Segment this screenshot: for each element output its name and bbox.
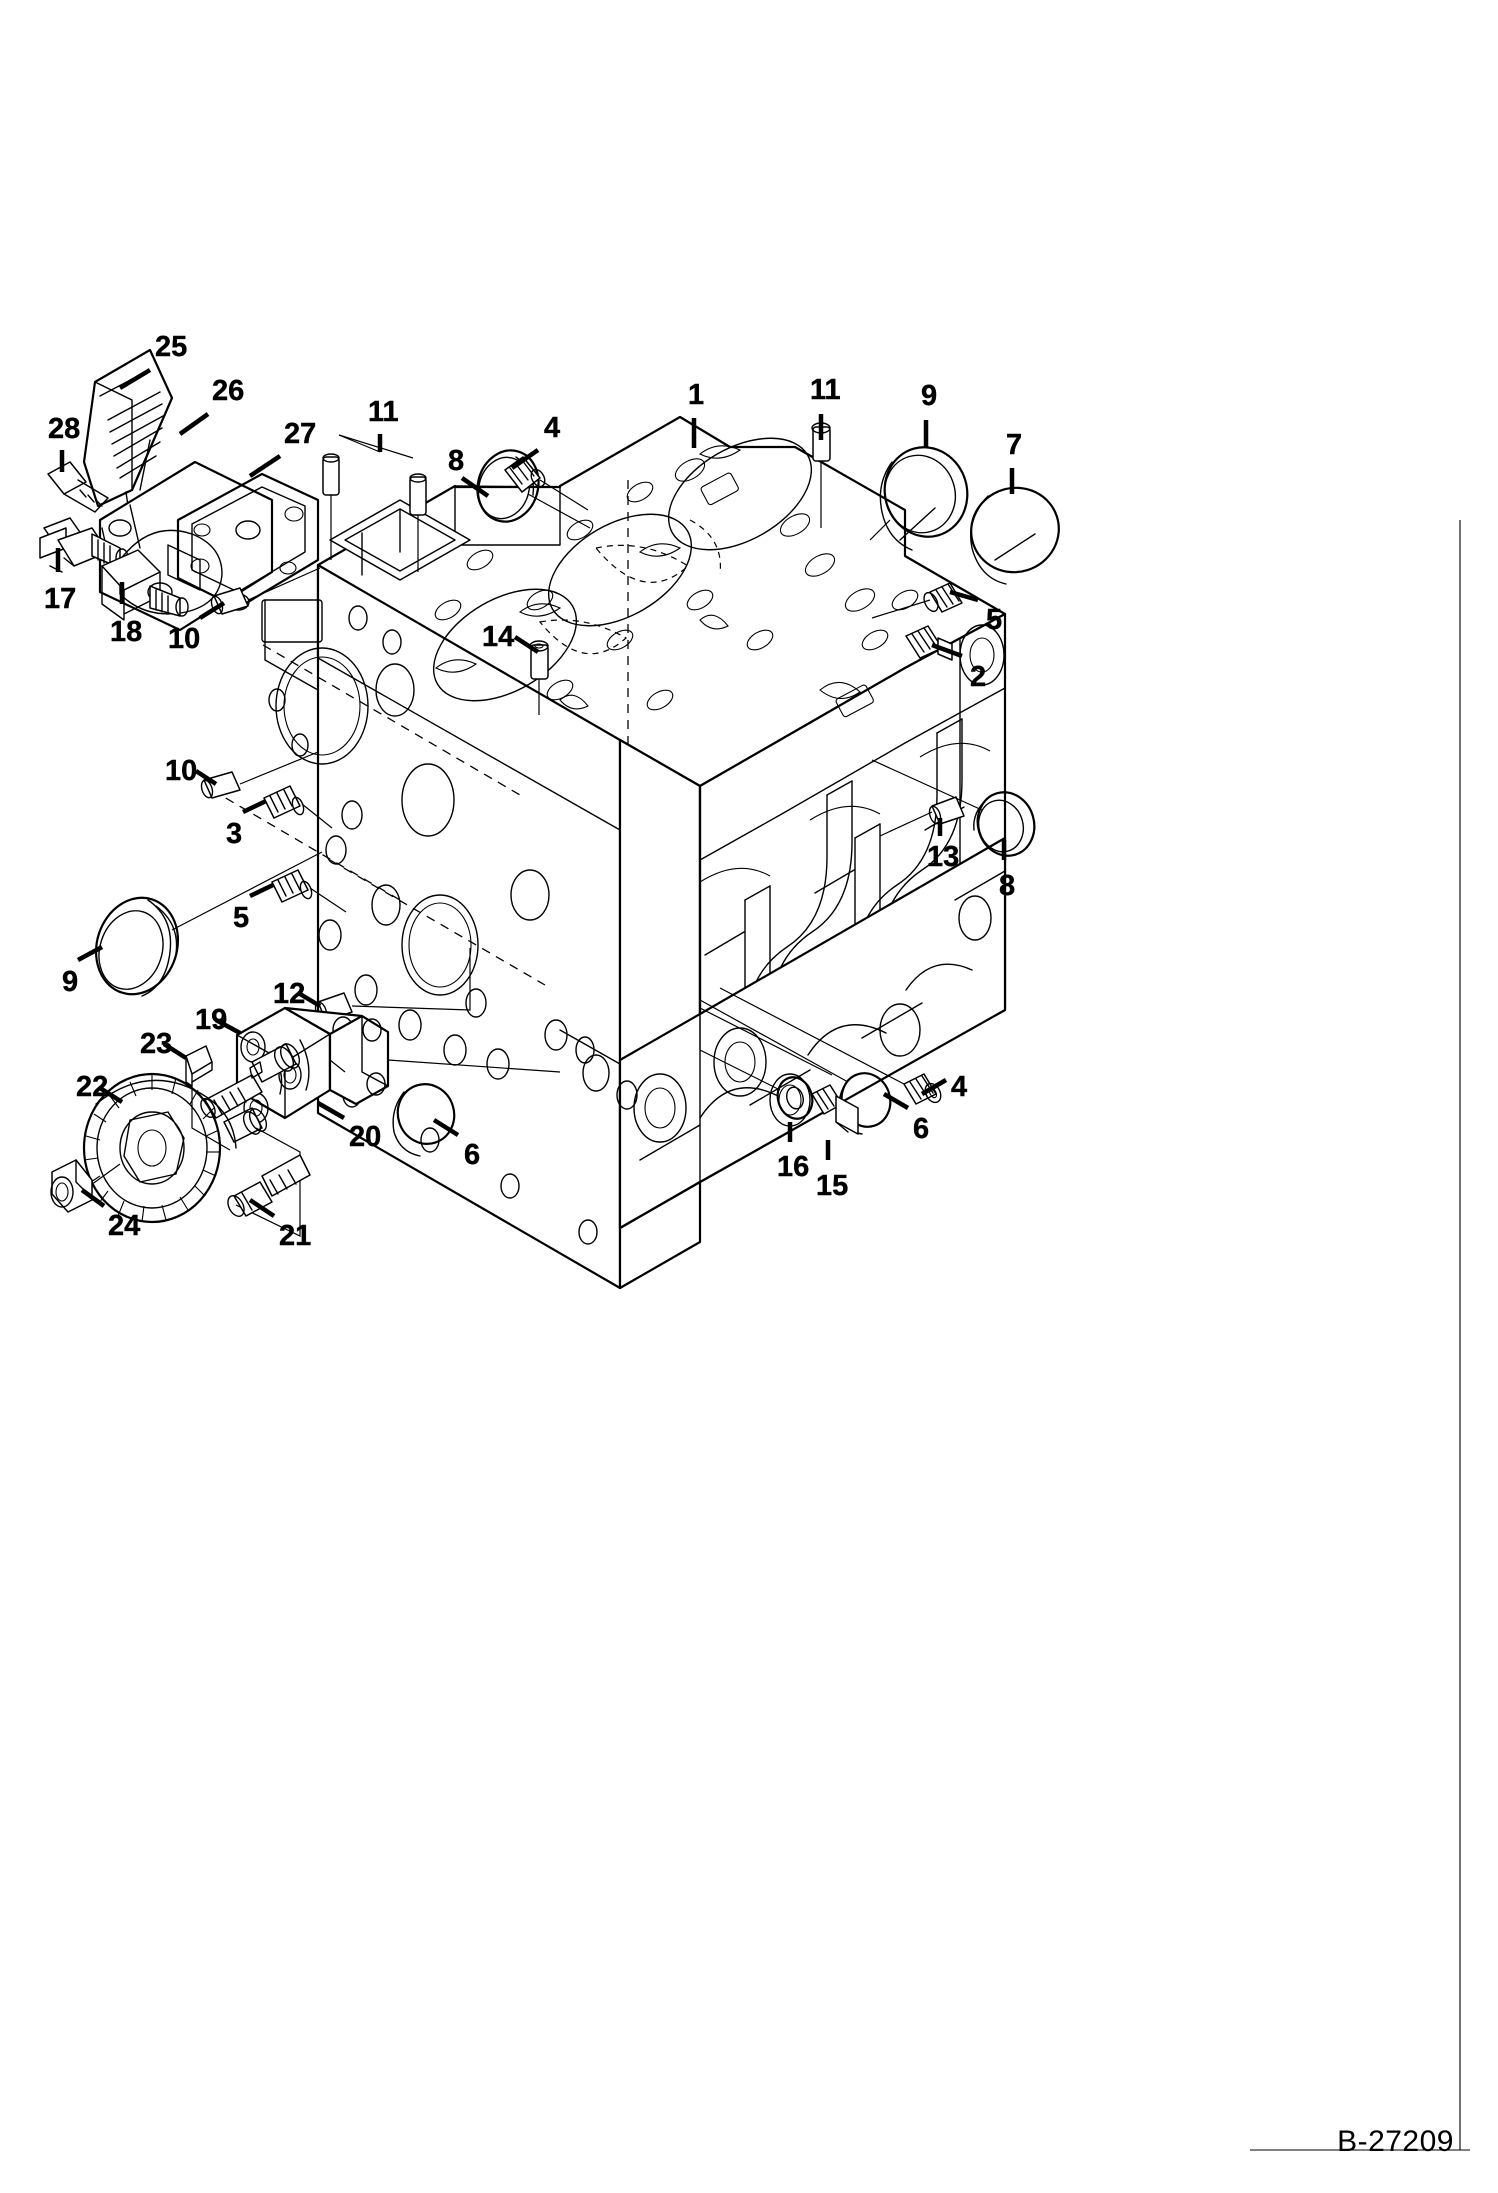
callout-c27: 27 — [284, 418, 317, 450]
callout-c17: 17 — [44, 583, 77, 615]
part-23-woodruff-key — [185, 1045, 213, 1087]
part-9-plug-right — [879, 446, 969, 551]
callout-c4a: 4 — [544, 412, 561, 444]
callout-c3: 3 — [226, 818, 243, 850]
part-18-adapter-fitting — [101, 549, 189, 621]
part-6-cup-plug-left — [392, 1083, 456, 1157]
callout-c6a: 6 — [464, 1139, 481, 1171]
part-3-plug-screw — [263, 785, 305, 819]
callout-c22: 22 — [76, 1071, 109, 1103]
callout-c9a: 9 — [921, 380, 938, 412]
callout-c5a: 5 — [986, 604, 1003, 636]
callout-c16: 16 — [777, 1151, 810, 1183]
callout-c24: 24 — [108, 1210, 141, 1242]
part-19-oil-pump-assembly — [200, 1006, 390, 1143]
part-14-sleeve-bushing — [529, 640, 549, 680]
block-front-face-details — [261, 584, 621, 1289]
callout-c1: 1 — [688, 379, 705, 411]
callout-c19: 19 — [195, 1004, 228, 1036]
callout-c20: 20 — [349, 1121, 382, 1153]
part-16-washer — [776, 1076, 814, 1120]
callout-c9b: 9 — [62, 966, 79, 998]
callout-c7: 7 — [1006, 429, 1023, 461]
callout-c25: 25 — [155, 331, 188, 363]
part-22-drive-gear — [82, 1072, 237, 1224]
drawing-number: B-27209 — [1337, 2125, 1454, 2158]
part-13-dowel-pin — [928, 796, 965, 825]
part-5-plug-screw-left — [271, 869, 313, 903]
callout-c6b: 6 — [913, 1113, 930, 1145]
part-21-oil-pump-bolt — [227, 1154, 311, 1217]
callout-c4b: 4 — [951, 1071, 968, 1103]
callout-c14: 14 — [482, 621, 515, 653]
part-11-dowel-pin-left-a — [322, 453, 340, 496]
oil-filler-opening — [329, 499, 471, 581]
part-7-expansion-plug — [970, 486, 1060, 585]
part-11-dowel-pin-left-b — [409, 473, 427, 516]
callout-c12: 12 — [273, 978, 306, 1010]
block-lower-front-detail — [559, 1029, 638, 1110]
part-11-dowel-pin-right — [811, 422, 831, 462]
part-4-plug-screw-right — [903, 1073, 942, 1105]
callout-c13: 13 — [927, 841, 960, 873]
callout-c21: 21 — [279, 1220, 312, 1252]
callout-c8b: 8 — [999, 870, 1016, 902]
callout-c26: 26 — [212, 375, 245, 407]
part-10-dowel-pin-lower — [200, 771, 241, 799]
callout-c23: 23 — [140, 1028, 173, 1060]
callout-c11b: 11 — [810, 374, 841, 406]
callout-c10b: 10 — [165, 755, 198, 787]
callout-c15: 15 — [816, 1170, 849, 1202]
callout-c2: 2 — [970, 661, 987, 693]
callout-c5b: 5 — [233, 902, 250, 934]
callout-c8a: 8 — [448, 445, 465, 477]
drawing-frame — [1250, 520, 1470, 2151]
part-8-ring-right — [973, 791, 1036, 857]
part-15-bolt — [811, 1084, 859, 1135]
part-28-cover-bolt — [47, 461, 109, 513]
callout-c10a: 10 — [168, 623, 201, 655]
callout-c11a: 11 — [368, 396, 399, 428]
callout-c18: 18 — [110, 616, 143, 648]
callout-c28: 28 — [48, 413, 81, 445]
part-9-ring-left — [94, 896, 180, 997]
